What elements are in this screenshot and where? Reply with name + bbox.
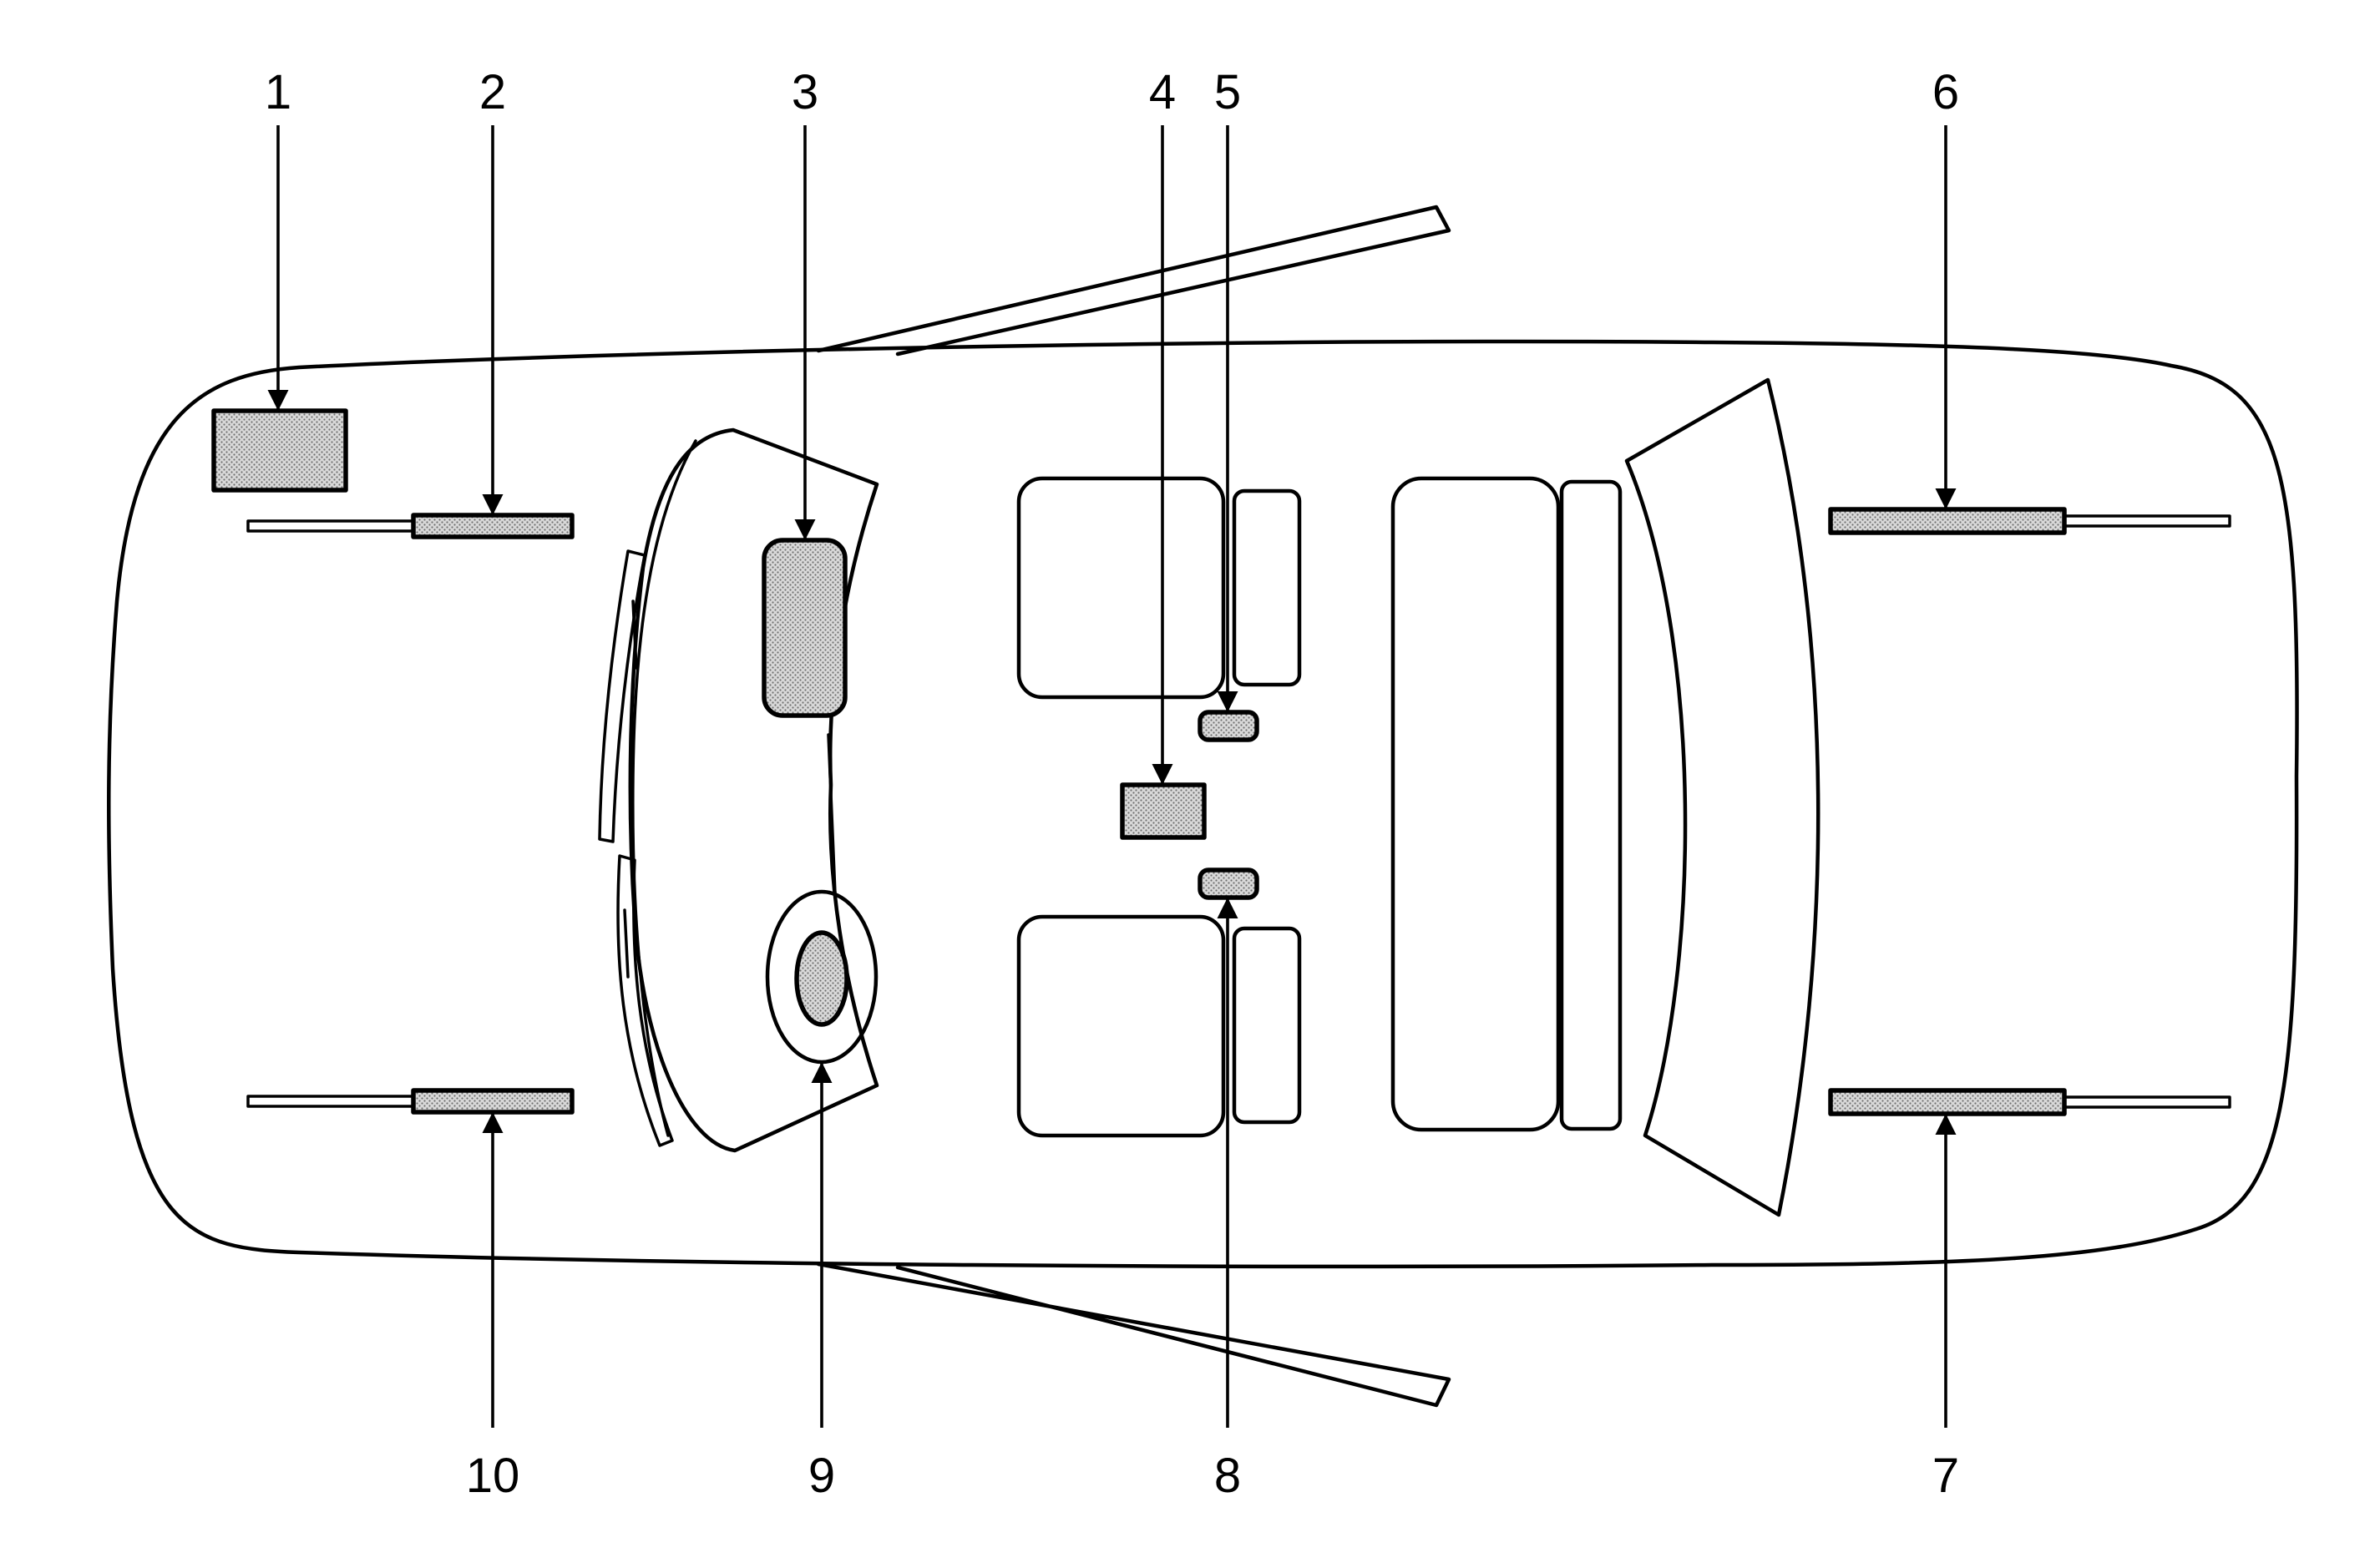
open-door-right xyxy=(816,1262,1451,1408)
callout-10: 10 xyxy=(466,1449,520,1503)
callout-8: 8 xyxy=(1214,1449,1241,1503)
callout-9: 9 xyxy=(808,1449,835,1503)
rear-window xyxy=(1624,377,1820,1217)
component-2-front-sensor[interactable] xyxy=(246,513,575,539)
callout-7: 7 xyxy=(1932,1449,1959,1503)
component-7-rear-sensor[interactable] xyxy=(1828,1088,2231,1116)
wiper-arm-upper xyxy=(598,549,646,843)
callout-2: 2 xyxy=(479,65,506,119)
rear-seat xyxy=(1390,476,1623,1132)
front-seat-left xyxy=(1016,476,1302,700)
component-6-rear-sensor[interactable] xyxy=(1828,507,2231,535)
callout-4: 4 xyxy=(1149,65,1176,119)
callout-1: 1 xyxy=(265,65,291,119)
component-9-steering-wheel-airbag[interactable] xyxy=(765,889,879,1065)
callout-3: 3 xyxy=(792,65,818,119)
open-door-left xyxy=(816,205,1451,357)
instrument-panel-line xyxy=(827,733,837,895)
component-10-front-sensor[interactable] xyxy=(246,1088,575,1115)
windshield xyxy=(628,427,879,1153)
component-4-center-module[interactable] xyxy=(1120,782,1207,840)
component-8-seat-sensor[interactable] xyxy=(1198,868,1259,900)
wiper-arm-lower xyxy=(616,854,674,1147)
component-1-module[interactable] xyxy=(211,408,348,493)
callout-6: 6 xyxy=(1932,65,1959,119)
front-seat-right xyxy=(1016,914,1302,1138)
component-3-passenger-airbag[interactable] xyxy=(762,538,848,718)
component-5-seat-sensor[interactable] xyxy=(1198,710,1259,742)
vehicle-body-outline xyxy=(107,339,2299,1269)
callout-5: 5 xyxy=(1214,65,1241,119)
